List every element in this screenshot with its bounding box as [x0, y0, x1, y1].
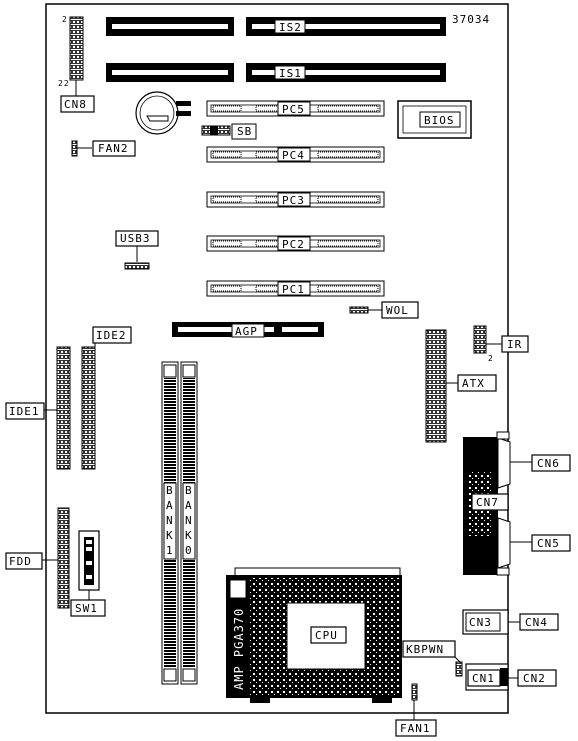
sw1-label: SW1 — [75, 602, 98, 615]
atx-connector: ATX — [425, 329, 497, 443]
cn1-label: CN1 — [472, 672, 495, 685]
fan1-label: FAN1 — [400, 722, 431, 735]
cn3-connector: CN3 CN4 — [462, 609, 559, 635]
ide1-connector: IDE1 — [5, 346, 71, 470]
ide2-label: IDE2 — [96, 329, 127, 342]
wol-label: WOL — [386, 304, 409, 317]
pc3-label: PC3 — [282, 194, 305, 207]
cpu-socket: AMP PGA370 CPU — [226, 567, 402, 703]
sb-jumper: SB — [201, 123, 257, 140]
agp-label: AGP — [235, 325, 258, 338]
battery — [135, 91, 191, 135]
cn4-label: CN4 — [525, 616, 548, 629]
pci-slot-pc3: PC3 — [206, 191, 385, 208]
usb3-header: USB3 — [115, 230, 159, 270]
svg-text:22: 22 — [58, 79, 70, 88]
cpu-label: CPU — [315, 629, 338, 642]
sw1-switch: SW1 — [70, 530, 106, 617]
pci-slot-pc2: PC2 — [206, 235, 385, 252]
fan2-header: FAN2 — [71, 140, 136, 157]
svg-text:2: 2 — [62, 15, 68, 24]
bios-chip: BIOS — [397, 100, 472, 139]
fdd-label: FDD — [9, 555, 32, 568]
kbpwn-label: KBPWN — [406, 643, 444, 656]
cn2-label: CN2 — [523, 672, 546, 685]
pc4-label: PC4 — [282, 149, 305, 162]
ir-label: IR — [507, 338, 522, 351]
isa-slot-is2: IS2 — [106, 17, 446, 36]
pc5-label: PC5 — [282, 103, 305, 116]
cn8-label: CN8 — [64, 98, 87, 111]
agp-slot: AGP — [172, 322, 324, 338]
cn6-label: CN6 — [537, 457, 560, 470]
part-number: 37034 — [452, 13, 490, 26]
atx-label: ATX — [462, 377, 485, 390]
svg-text:2: 2 — [488, 354, 494, 363]
pci-slot-pc4: PC4 — [206, 146, 385, 163]
cn1-connector: CN1 CN2 — [465, 663, 557, 691]
fan1-header: FAN1 — [395, 683, 437, 737]
fan2-label: FAN2 — [98, 142, 129, 155]
cn7-label: CN7 — [476, 496, 499, 509]
sb-label: SB — [237, 125, 252, 138]
wol-header: WOL — [349, 301, 419, 319]
isa-slot-is1: IS1 — [106, 63, 446, 82]
pc2-label: PC2 — [282, 238, 305, 251]
board-outline — [45, 3, 509, 714]
pci-slot-pc1: PC1 — [206, 280, 385, 297]
amp-pga370-label: AMP PGA370 — [232, 608, 246, 690]
is1-label: IS1 — [279, 67, 302, 80]
cn8-header: 2 22 CN8 — [58, 15, 95, 113]
io-ports: CN6 CN7 CN5 — [463, 431, 571, 576]
bios-label: BIOS — [424, 114, 455, 127]
pci-slot-pc5: PC5 — [206, 100, 385, 117]
ir-header: 2 IR — [473, 325, 529, 363]
fdd-connector: FDD — [5, 507, 70, 609]
ide1-label: IDE1 — [9, 405, 40, 418]
kbpwn-header: KBPWN — [402, 640, 463, 677]
pc1-label: PC1 — [282, 283, 305, 296]
cn3-label: CN3 — [469, 616, 492, 629]
is2-label: IS2 — [279, 21, 302, 34]
ide2-connector: IDE2 — [81, 326, 132, 470]
cn5-label: CN5 — [537, 537, 560, 550]
usb3-label: USB3 — [120, 232, 151, 245]
